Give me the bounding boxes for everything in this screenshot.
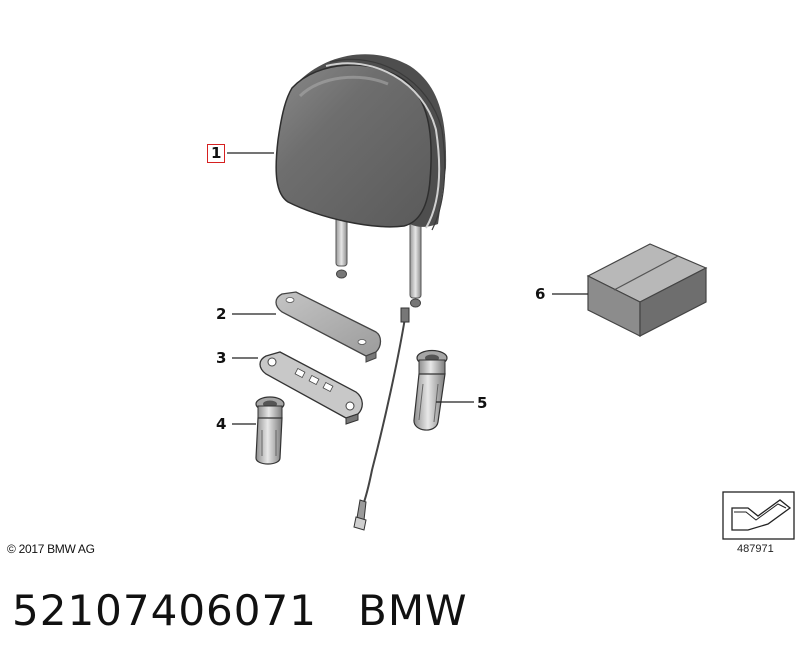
copyright: © 2017 BMW AG <box>7 542 95 556</box>
callout-3[interactable]: 3 <box>216 349 227 367</box>
callout-5[interactable]: 5 <box>477 394 488 412</box>
callout-6[interactable]: 6 <box>535 285 546 303</box>
guide-sleeve-right <box>413 349 448 431</box>
diagram-reference-number: 487971 <box>737 543 774 555</box>
cable <box>353 307 410 531</box>
guide-plate <box>275 291 382 363</box>
leader-lines <box>227 152 588 425</box>
callout-1[interactable]: 1 <box>207 144 226 163</box>
callout-2[interactable]: 2 <box>216 305 227 323</box>
nav-arrow-icon[interactable] <box>722 491 795 540</box>
package-box <box>586 243 708 337</box>
callout-4[interactable]: 4 <box>216 415 227 433</box>
guide-bracket <box>259 351 363 425</box>
brand-name: BMW <box>358 586 468 635</box>
part-number: 52107406071 <box>12 586 317 635</box>
headrest <box>275 54 447 308</box>
guide-sleeve-left <box>255 396 285 465</box>
headrest-cushion <box>275 64 432 228</box>
